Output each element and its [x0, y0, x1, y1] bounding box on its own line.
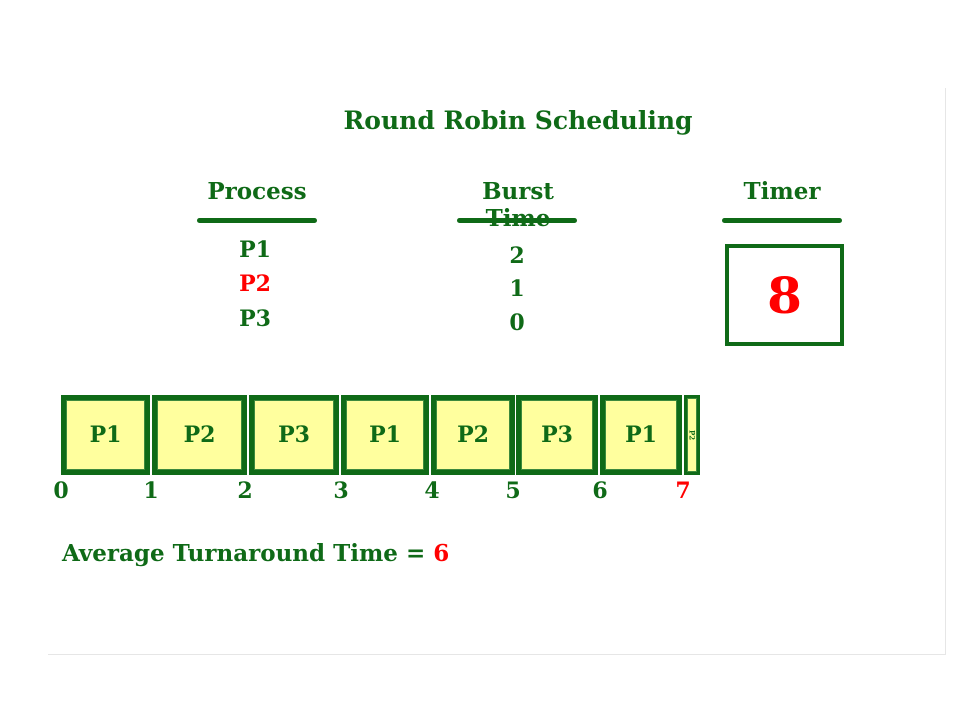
frame-border-bottom — [48, 654, 946, 655]
process-name-p2: P2 — [239, 271, 271, 297]
gantt-tick: 7 — [675, 478, 691, 504]
gantt-tick: 1 — [143, 478, 159, 504]
gantt-tick: 4 — [424, 478, 440, 504]
gantt-block-growing: P2 — [684, 395, 700, 475]
gantt-block: P3 — [516, 395, 598, 475]
gantt-tick: 2 — [237, 478, 253, 504]
timer-header-underline — [722, 218, 842, 223]
burst-value-p1: 2 — [509, 243, 525, 269]
gantt-tick: 0 — [53, 478, 69, 504]
process-column-header: Process — [207, 178, 307, 205]
frame-border-right — [945, 88, 946, 654]
gantt-block: P1 — [600, 395, 682, 475]
burst-time-column-header: Burst Time — [482, 178, 554, 232]
gantt-block: P1 — [61, 395, 150, 475]
gantt-tick: 3 — [333, 478, 349, 504]
timer-box: 8 — [725, 244, 844, 346]
average-turnaround-line: Average Turnaround Time = 6 — [62, 540, 449, 567]
gantt-tick: 5 — [505, 478, 521, 504]
average-turnaround-label: Average Turnaround Time = — [62, 540, 434, 567]
timer-header: Timer — [743, 178, 821, 205]
timer-value: 8 — [767, 265, 802, 325]
average-turnaround-value: 6 — [433, 540, 450, 567]
process-name-p1: P1 — [239, 237, 271, 263]
gantt-block: P1 — [341, 395, 429, 475]
gantt-block: P2 — [431, 395, 515, 475]
burst-time-header-underline — [457, 218, 577, 223]
gantt-block: P3 — [249, 395, 339, 475]
gantt-tick: 6 — [592, 478, 608, 504]
process-name-p3: P3 — [239, 306, 271, 332]
gantt-block: P2 — [152, 395, 247, 475]
burst-value-p3: 0 — [509, 310, 525, 336]
diagram-title: Round Robin Scheduling — [343, 106, 693, 135]
process-header-underline — [197, 218, 317, 223]
burst-value-p2: 1 — [509, 276, 525, 302]
